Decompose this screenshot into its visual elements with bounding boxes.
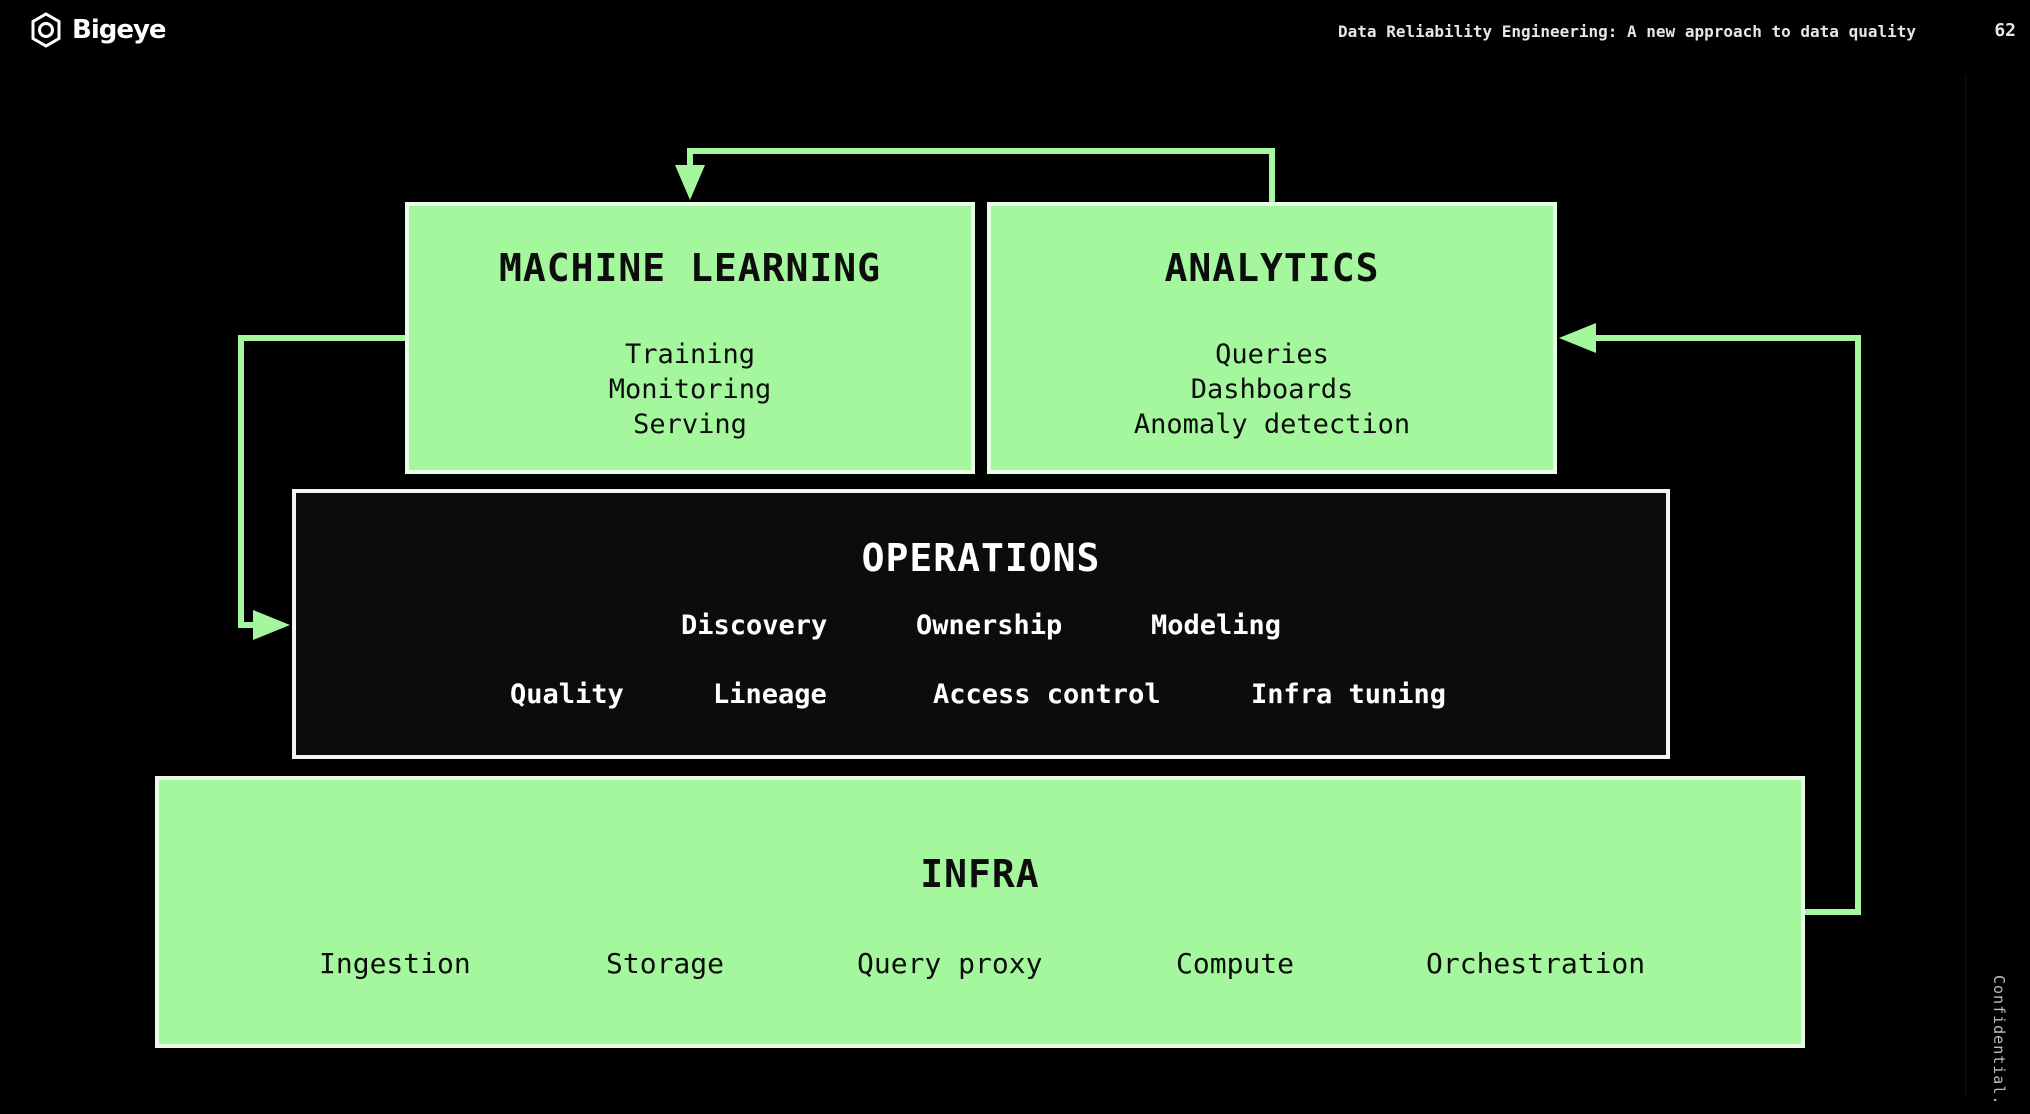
analytics-item: Anomaly detection	[1133, 409, 1411, 440]
ml-item: Serving	[633, 409, 747, 440]
operations-item: Infra tuning	[1251, 679, 1447, 710]
infra-item: Query proxy	[857, 947, 1043, 980]
operations-item: Lineage	[713, 679, 827, 710]
operations-item: Quality	[510, 679, 624, 710]
confidential-label: Confidential.	[1990, 975, 2008, 1106]
arrow-head-ml	[675, 165, 705, 200]
analytics-box: ANALYTICS Queries Dashboards Anomaly det…	[987, 202, 1557, 474]
arrow-head-ops	[253, 610, 290, 640]
infra-box: INFRA Ingestion Storage Query proxy Comp…	[155, 776, 1805, 1048]
slide-header: Bigeye Data Reliability Engineering: A n…	[0, 0, 2030, 70]
operations-title: OPERATIONS	[861, 536, 1101, 580]
analytics-title: ANALYTICS	[1164, 246, 1380, 290]
bigeye-logo-icon	[31, 12, 61, 48]
machine-learning-title: MACHINE LEARNING	[498, 246, 882, 290]
operations-item: Discovery	[681, 610, 828, 641]
ml-item: Monitoring	[608, 374, 772, 405]
infra-item: Storage	[606, 947, 725, 980]
analytics-item: Dashboards	[1190, 374, 1354, 405]
arrow-infra-to-analytics	[1590, 335, 1861, 915]
slide-subtitle: Data Reliability Engineering: A new appr…	[1338, 22, 1916, 41]
operations-box: OPERATIONS Discovery Ownership Modeling …	[292, 489, 1670, 759]
arrow-analytics-to-ml	[687, 148, 1275, 202]
operations-item: Ownership	[916, 610, 1063, 641]
arrow-ml-to-ops	[238, 335, 405, 628]
operations-item: Access control	[933, 679, 1161, 710]
page-number: 62	[1994, 20, 2016, 41]
infra-item: Orchestration	[1426, 947, 1646, 980]
analytics-item: Queries	[1215, 339, 1329, 370]
operations-item: Modeling	[1151, 610, 1282, 641]
infra-title: INFRA	[920, 852, 1040, 896]
side-divider	[1965, 75, 1966, 1095]
infra-item: Compute	[1176, 947, 1295, 980]
infra-item: Ingestion	[319, 947, 471, 980]
machine-learning-box: MACHINE LEARNING Training Monitoring Ser…	[405, 202, 975, 474]
brand-logo: Bigeye	[28, 12, 167, 48]
arrow-head-analytics	[1559, 323, 1596, 353]
brand-name: Bigeye	[72, 15, 167, 45]
ml-item: Training	[624, 339, 756, 370]
